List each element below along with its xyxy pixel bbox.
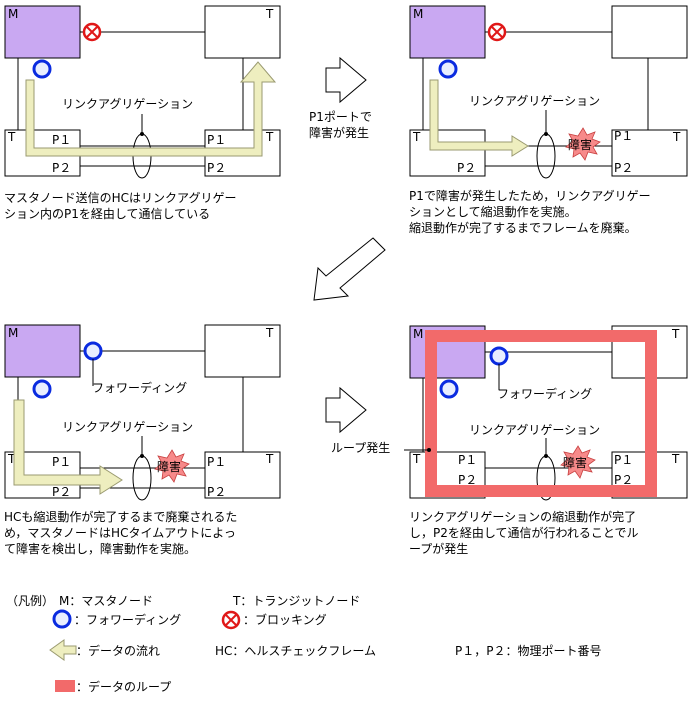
link-agg-label: リンクアグリゲーション [62,420,193,434]
legend-transit: T：トランジットノード [232,594,360,608]
legend-loop: ：データのループ [76,679,171,694]
transit-node [611,5,688,59]
port-label: P２ [207,161,226,175]
master-node [4,5,81,59]
forwarding-icon [489,346,509,366]
legend-forwarding: ：フォワーディング [74,612,181,627]
forwarding-icon [439,379,459,399]
port-label: P２ [52,161,71,175]
forwarding-icon [438,59,458,79]
caption-2-line-1: P1で障害が発生したため，リンクアグリゲー [409,188,651,203]
port-label: P２ [457,161,476,175]
data-flow-arrow [429,79,529,157]
caption-4-line-1: リンクアグリゲーションの縮退動作が完了 [409,509,636,524]
port-label: P１ [614,129,633,143]
master-label: M [413,7,423,21]
port-label: P２ [614,161,633,175]
caption-4-line-2: し，P2を経由して通信が行われることでル [409,525,639,540]
switch-left-label: T [7,130,16,144]
master-label: M [413,327,423,341]
master-node [4,324,81,378]
master-node [409,5,486,59]
loop-swatch-icon [55,680,75,692]
caption-1-line-1: マスタノード送信のHCはリンクアグリゲー [4,190,236,205]
transit-label: T [671,327,680,341]
switch-left [409,129,486,177]
port-label: P２ [52,485,71,499]
panel-3: M T T T リンクアグリゲーション P１ P２ P１ P２ 障害 フォワーデ… [4,324,281,501]
forwarding-label: フォワーディング [497,386,592,401]
switch-right [611,129,688,177]
master-label: M [8,326,18,340]
fault-label: 障害 [157,459,181,474]
transition-text-1: P1ポートで [309,110,372,124]
link-agg-label: リンクアグリゲーション [62,97,193,111]
port-label: P１ [207,455,226,469]
transition-arrow-diagonal [313,237,386,301]
panel-2: M T T リンクアグリゲーション P２ P１ P２ 障害 [409,5,688,179]
legend-title: （凡例） [6,594,54,608]
link-agg-label: リンクアグリゲーション [469,94,600,108]
forwarding-icon [83,341,103,361]
legend: （凡例） M：マスタノード T：トランジットノード ：フォワーディング ：ブロッ… [6,594,601,694]
switch-right-label: T [671,452,680,466]
switch-right-label: T [265,130,274,144]
switch-right [204,451,281,499]
port-label: P１ [52,455,71,469]
flow-arrow-icon [49,639,77,661]
port-label: P１ [207,133,226,147]
legend-blocking: ：ブロッキング [243,612,327,627]
transit-node [204,324,281,378]
port-label: P２ [458,473,477,487]
switch-right-label: T [265,452,274,466]
caption-3-line-3: て障害を検出し，障害動作を実施。 [4,541,196,556]
forwarding-label: フォワーディング [92,380,187,395]
caption-3-line-1: HCも縮退動作が完了するまで廃棄されるた [4,509,237,524]
fault-label: 障害 [563,455,587,470]
forwarding-icon [32,59,52,79]
transit-label: T [265,326,274,340]
fault-label: 障害 [568,137,592,152]
master-label: M [8,7,18,21]
legend-hc: HC：ヘルスチェックフレーム [215,644,376,658]
port-label: P１ [614,453,633,467]
transit-node [204,5,281,59]
switch-left-label: T [7,452,16,466]
transition-text-2: 障害が発生 [309,125,369,140]
legend-master: M：マスタノード [59,594,153,608]
loop-occur-label: ループ発生 [331,441,390,455]
caption-3-line-2: め，マスタノードはHCタイムアウトによっ [4,526,236,540]
switch-left-label: T [412,452,421,466]
panel-4: M T T T リンクアグリゲーション P１ P２ P１ P２ 障害 フォワーデ… [331,325,688,501]
caption-4-line-3: ープが発生 [409,541,468,556]
port-label: P１ [458,453,477,467]
data-flow-arrow [25,61,277,157]
data-flow-arrow [13,399,123,495]
caption-2-line-2: ションとして縮退動作を実施。 [409,204,577,219]
forwarding-icon [52,609,72,629]
switch-right-label: T [672,130,681,144]
caption-2-line-3: 縮退動作が完了するまでフレームを廃棄。 [409,220,637,235]
forwarding-icon [32,379,52,399]
switch-left-label: T [412,130,421,144]
panel-1: M T T T リンクアグリゲーション P１ P２ P１ P２ [4,5,281,179]
link-agg-label: リンクアグリゲーション [469,423,600,437]
legend-flow: ：データの流れ [76,643,160,658]
data-loop-ring [425,330,657,497]
transit-label: T [265,7,274,21]
transition-arrow-right [325,56,367,104]
transition-arrow-right-2 [325,386,367,434]
port-label: P１ [52,133,71,147]
legend-ports: P１，P２：物理ポート番号 [455,644,601,658]
port-label: P２ [207,485,226,499]
port-label: P２ [614,473,633,487]
caption-1-line-2: ション内のP1を経由して通信している [4,207,210,221]
